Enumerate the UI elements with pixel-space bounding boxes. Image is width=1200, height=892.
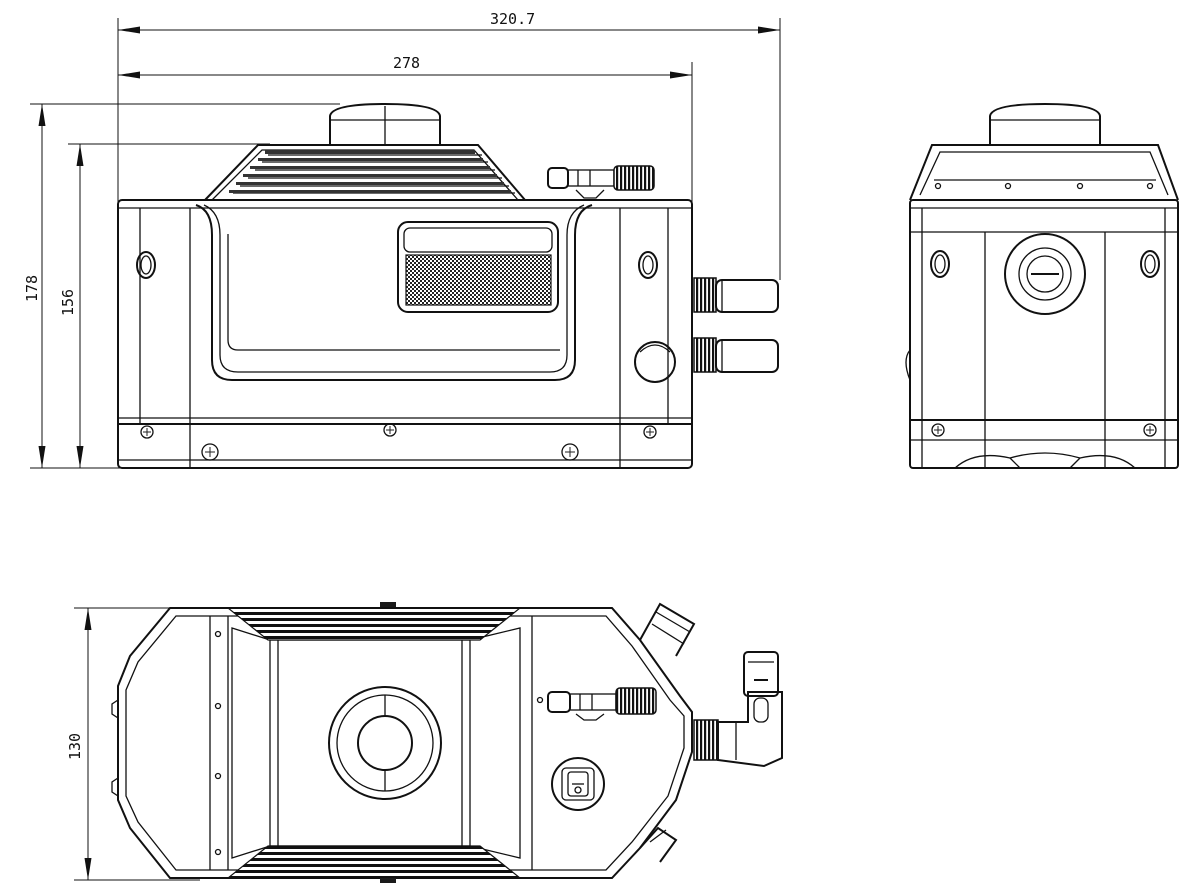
dimension-body-length: 278	[118, 54, 693, 205]
top-view	[111, 602, 783, 883]
overall-height-label: 178	[23, 275, 41, 302]
top-fitting	[547, 687, 657, 721]
screw-icon	[201, 443, 219, 461]
screw-icon	[1143, 423, 1157, 437]
screw-icon	[931, 423, 945, 437]
top-cap	[329, 102, 441, 145]
width-label: 130	[66, 733, 84, 760]
front-view	[117, 102, 779, 469]
top-cap	[989, 102, 1101, 145]
port-icon	[1004, 233, 1086, 315]
screw-icon	[643, 425, 657, 439]
dimension-body-height: 156	[59, 143, 270, 469]
screw-icon	[561, 443, 579, 461]
angled-fitting	[639, 602, 696, 657]
cooling-fins	[204, 144, 526, 201]
main-body	[117, 199, 693, 469]
socket-icon	[551, 757, 605, 811]
dimension-width: 130	[66, 607, 200, 881]
body-height-label: 156	[59, 289, 77, 316]
screw-icon	[383, 423, 397, 437]
top-fitting	[547, 165, 655, 199]
overall-length-label: 320.7	[490, 10, 535, 28]
screw-icon	[140, 425, 154, 439]
side-view	[905, 102, 1179, 469]
port-icon	[328, 686, 442, 800]
dimension-overall-length: 320.7	[117, 10, 781, 280]
body-length-label: 278	[393, 54, 420, 72]
elbow-connector	[693, 651, 783, 768]
side-connectors	[693, 277, 779, 373]
